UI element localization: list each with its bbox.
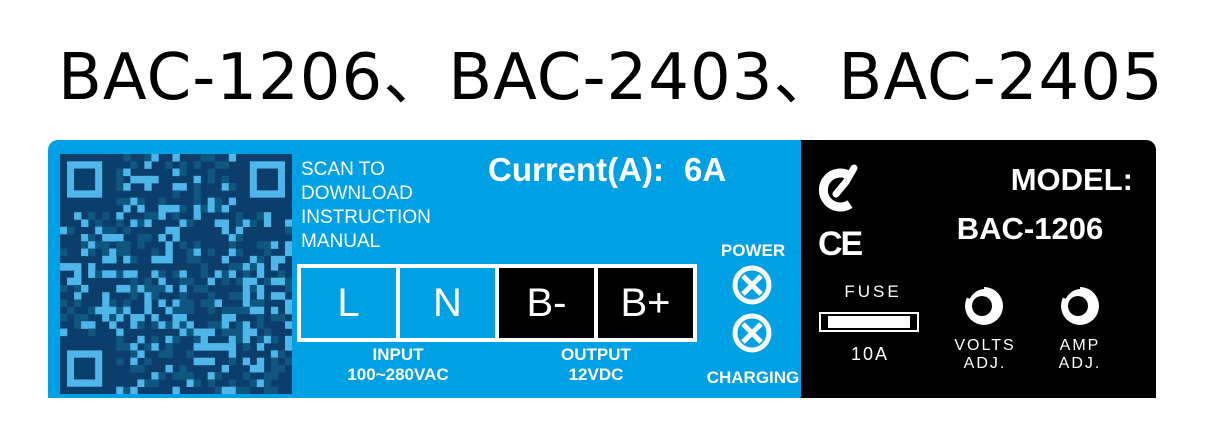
charging-label: CHARGING: [706, 368, 800, 387]
input-title: INPUT: [372, 345, 424, 364]
current-rating: Current(A): 6A: [488, 150, 788, 190]
output-label: OUTPUT 12VDC: [536, 345, 656, 385]
charger-label-panel: SCAN TO DOWNLOAD INSTRUCTION MANUAL Curr…: [48, 140, 1156, 398]
page-heading: BAC-1206、BAC-2403、BAC-2405: [58, 41, 1164, 115]
power-led-icon: [732, 265, 772, 305]
terminal-l[interactable]: L: [301, 268, 396, 338]
scan-line: MANUAL: [301, 231, 381, 252]
fuse-label: FUSE: [844, 282, 902, 301]
terminal-b-minus[interactable]: B-: [499, 268, 594, 338]
fuse-rating: 10A: [850, 344, 890, 364]
input-range: 100~280VAC: [347, 365, 449, 384]
output-range: 12VDC: [568, 365, 624, 384]
ce-mark: CE: [818, 225, 863, 263]
model-value: BAC-1206: [956, 211, 1104, 246]
current-value: 6A: [683, 151, 727, 188]
scan-line: INSTRUCTION: [301, 207, 431, 228]
brand-logo-icon: [818, 164, 858, 212]
model-section: [801, 140, 1156, 398]
fuse-icon[interactable]: [814, 280, 924, 340]
charging-led-icon: [732, 313, 772, 353]
amp-knob-icon[interactable]: [1058, 284, 1102, 328]
current-label: Current(A):: [488, 151, 664, 188]
volts-adj-line: VOLTS: [954, 337, 1016, 354]
power-label: POWER: [720, 241, 786, 260]
volts-knob-icon[interactable]: [962, 284, 1006, 328]
volts-adj-line: ADJ.: [963, 355, 1007, 372]
volts-adj-label: VOLTS ADJ.: [943, 337, 1027, 373]
amp-adj-line: AMP: [1059, 337, 1101, 354]
amp-adj-line: ADJ.: [1058, 355, 1102, 372]
amp-adj-label: AMP ADJ.: [1043, 337, 1117, 373]
scan-line: DOWNLOAD: [301, 183, 413, 204]
scan-line: SCAN TO: [301, 159, 385, 180]
terminal-n[interactable]: N: [400, 268, 495, 338]
terminal-b-plus[interactable]: B+: [598, 268, 693, 338]
output-title: OUTPUT: [561, 345, 631, 364]
terminal-block: L N B- B+: [297, 264, 697, 342]
qr-code-icon[interactable]: [60, 154, 292, 394]
scan-instructions: SCAN TO DOWNLOAD INSTRUCTION MANUAL: [301, 158, 501, 254]
input-label: INPUT 100~280VAC: [338, 345, 458, 385]
model-label: MODEL:: [1010, 162, 1133, 197]
